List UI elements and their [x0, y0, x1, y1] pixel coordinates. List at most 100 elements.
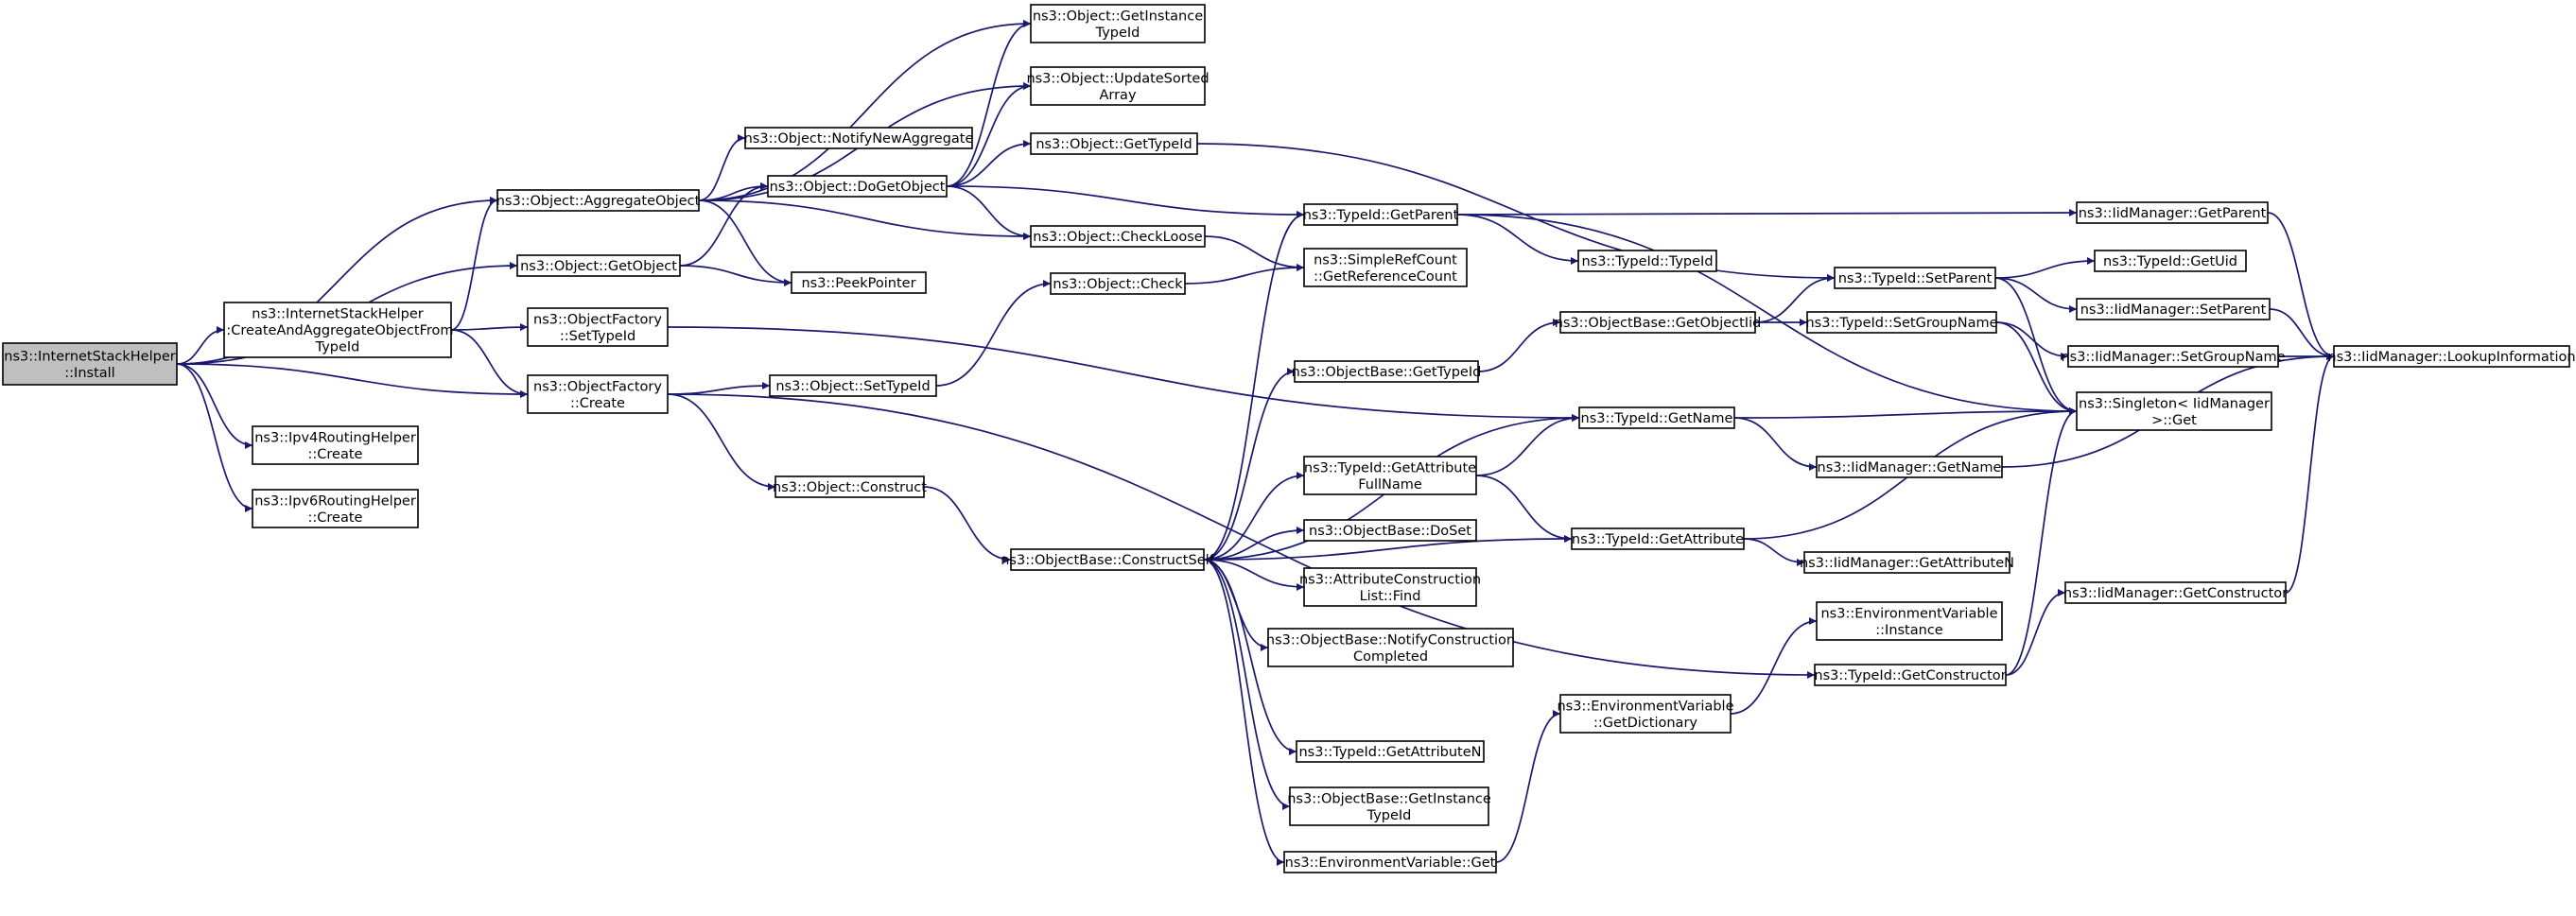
call-edge	[1196, 143, 1836, 282]
function-node[interactable]: ns3::IidManager::GetConstructor	[2063, 581, 2288, 604]
call-edge-line	[1994, 277, 2078, 313]
function-node[interactable]: ns3::Object::SetTypeId	[769, 374, 937, 397]
call-edge	[1733, 407, 2078, 419]
function-node[interactable]: ns3::IidManager::SetGroupName	[2061, 345, 2286, 368]
call-edge-line	[1475, 475, 1573, 543]
function-node[interactable]: ns3::IidManager::GetAttributeN	[1800, 551, 2014, 574]
function-node[interactable]: ns3::IidManager::LookupInformation	[2327, 345, 2576, 368]
call-edge-line	[1184, 264, 1305, 285]
function-node-label: TypeId	[315, 340, 360, 355]
call-edge	[1456, 214, 1579, 265]
function-node[interactable]: ns3::PeekPointer	[791, 271, 927, 294]
function-node[interactable]: ns3::Object::DoGetObject	[767, 175, 948, 198]
function-node[interactable]: ns3::TypeId::GetAttribute	[1571, 527, 1745, 550]
function-node[interactable]: ns3::IidManager::GetParent	[2076, 201, 2269, 224]
function-node[interactable]: ns3::TypeId::GetUid	[2094, 250, 2247, 272]
function-node-label: ns3::ObjectBase::GetObjectIid	[1555, 316, 1762, 331]
function-node[interactable]: ns3::ObjectBase::ConstructSelf	[1001, 548, 1215, 571]
function-node[interactable]: ns3::EnvironmentVariable::Instance	[1816, 601, 2003, 641]
function-node[interactable]: ns3::Ipv6RoutingHelper::Create	[252, 489, 419, 528]
call-edge-line	[923, 486, 1012, 563]
function-node[interactable]: ns3::InternetStackHelper::CreateAndAggre…	[222, 302, 454, 358]
function-node-box	[1010, 548, 1205, 571]
call-edge	[946, 82, 1032, 187]
function-node[interactable]: ns3::Object::CheckLoose	[1030, 225, 1206, 248]
call-edge-line	[2005, 407, 2078, 676]
call-edge	[935, 280, 1052, 387]
function-node-label: ::Install	[64, 366, 114, 381]
call-edge	[2269, 308, 2335, 360]
call-edge-line	[1733, 417, 1818, 471]
function-node[interactable]: ns3::IidManager::GetName	[1816, 456, 2003, 478]
call-edge-line	[1995, 321, 2078, 415]
function-node[interactable]: ns3::ObjectFactory::SetTypeId	[527, 307, 669, 347]
call-edge	[176, 363, 529, 398]
call-edge-line	[450, 197, 498, 331]
function-node-label: ns3::IidManager::GetConstructor	[2063, 586, 2288, 601]
call-edge	[1456, 214, 2078, 415]
call-edge	[2005, 407, 2078, 676]
function-node[interactable]: ns3::SimpleRefCount::GetReferenceCount	[1303, 248, 1468, 287]
call-edge	[1475, 414, 1580, 476]
call-edge-line	[1203, 559, 1291, 810]
function-node-box	[1806, 311, 1997, 334]
function-node-label: ns3::IidManager::SetParent	[2080, 302, 2267, 318]
function-node-label: ns3::ObjectFactory	[533, 312, 662, 327]
function-node-box	[223, 302, 452, 358]
function-node-box	[2067, 345, 2279, 368]
call-edge	[2267, 212, 2335, 360]
call-edge	[1730, 617, 1818, 715]
function-node-label: ns3::Ipv6RoutingHelper	[254, 493, 416, 509]
function-node-box	[1559, 694, 1732, 734]
call-edge-line	[698, 199, 1032, 240]
function-node[interactable]: ns3::TypeId::SetParent	[1834, 267, 1996, 289]
function-node[interactable]: ns3::ObjectBase::NotifyConstructionCompl…	[1266, 628, 1515, 667]
function-node[interactable]: ns3::ObjectBase::DoSet	[1303, 519, 1477, 542]
call-edge	[450, 329, 529, 398]
function-node[interactable]: ns3::TypeId::TypeId	[1577, 250, 1717, 272]
function-node-label: ns3::ObjectBase::NotifyConstruction	[1266, 632, 1515, 648]
call-edge	[1475, 475, 1573, 543]
function-node[interactable]: ns3::Object::NotifyNewAggregate	[744, 127, 974, 149]
function-node[interactable]: ns3::TypeId::GetConstructor	[1814, 664, 2007, 686]
function-node-box	[2094, 250, 2247, 272]
function-node-label: ::CreateAndAggregateObjectFrom	[222, 323, 454, 338]
root-function-node[interactable]: ns3::InternetStackHelper::Install	[2, 342, 178, 386]
call-edge	[176, 326, 225, 365]
function-node-label: ns3::EnvironmentVariable	[1557, 699, 1733, 714]
function-node[interactable]: ns3::Ipv4RoutingHelper::Create	[252, 425, 419, 465]
function-node[interactable]: ns3::Object::AggregateObject	[496, 189, 701, 212]
function-node[interactable]: ns3::EnvironmentVariable::Get	[1283, 851, 1497, 873]
call-edge	[450, 323, 529, 332]
function-node[interactable]: ns3::TypeId::GetParent	[1303, 203, 1459, 226]
function-node[interactable]: ns3::Object::Construct	[773, 475, 927, 498]
call-edge	[1495, 710, 1561, 863]
function-node-label: ::GetReferenceCount	[1314, 269, 1457, 285]
function-node[interactable]: ns3::ObjectBase::GetObjectIid	[1555, 311, 1762, 334]
function-node[interactable]: ns3::Object::Check	[1050, 272, 1186, 295]
function-node[interactable]: ns3::Singleton< IidManager >::Get	[2076, 391, 2272, 431]
function-node[interactable]: ns3::Object::GetTypeId	[1030, 132, 1198, 155]
function-node[interactable]: ns3::TypeId::SetGroupName	[1805, 311, 1998, 334]
function-node-label: ns3::IidManager::LookupInformation	[2327, 350, 2575, 365]
function-node[interactable]: ns3::ObjectFactory::Create	[527, 374, 669, 414]
function-node[interactable]: ns3::EnvironmentVariable::GetDictionary	[1557, 694, 1734, 734]
function-node[interactable]: ns3::ObjectBase::GetTypeId	[1292, 360, 1482, 383]
function-node-label: ns3::ObjectFactory	[533, 379, 662, 394]
function-node-box	[496, 189, 700, 212]
function-node-label: Completed	[1353, 649, 1428, 665]
call-edge	[698, 199, 1032, 240]
function-node[interactable]: ns3::Object::GetObject	[516, 254, 681, 277]
call-edge	[667, 393, 1816, 679]
function-node[interactable]: ns3::TypeId::GetName	[1578, 406, 1735, 429]
call-edge-line	[1995, 321, 2069, 360]
function-node[interactable]: ns3::TypeId::GetAttributeN	[1296, 740, 1485, 763]
function-node[interactable]: ns3::IidManager::SetParent	[2076, 298, 2271, 320]
call-edge-line	[679, 182, 769, 267]
function-node-label: ns3::AttributeConstruction	[1299, 572, 1481, 587]
